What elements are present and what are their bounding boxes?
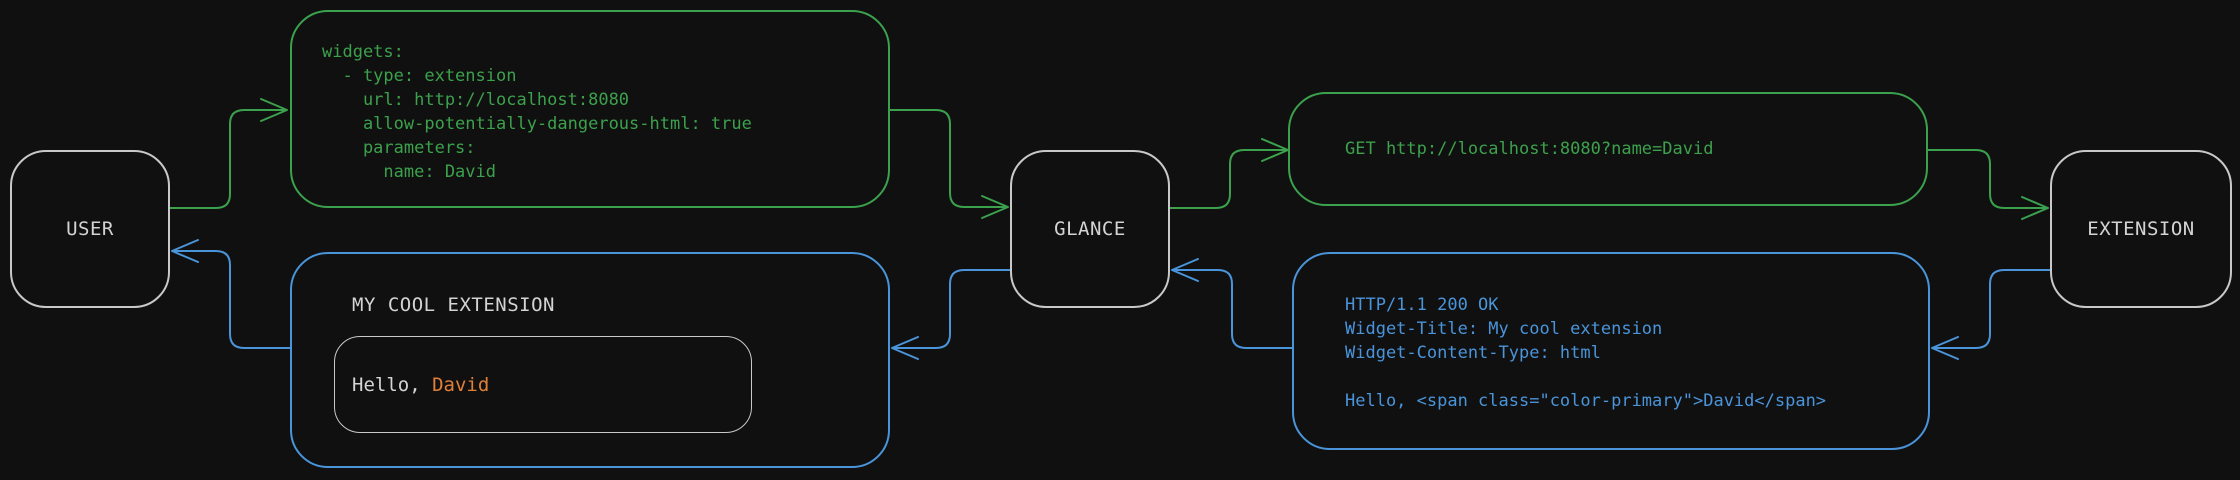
flow-glance-to-request bbox=[1169, 149, 1287, 209]
widget-hello-name: David bbox=[432, 373, 490, 396]
arrowhead-extension-to-response bbox=[1931, 336, 1959, 360]
flow-user-to-config bbox=[169, 109, 287, 209]
flow-widget-to-user bbox=[173, 250, 291, 349]
flow-request-to-extension bbox=[1927, 149, 2047, 209]
config-yaml-code: widgets: - type: extension url: http://l… bbox=[322, 42, 752, 182]
widget-title: MY COOL EXTENSION bbox=[352, 294, 555, 316]
flow-config-to-glance bbox=[889, 109, 1007, 208]
http-response-box: HTTP/1.1 200 OK Widget-Title: My cool ex… bbox=[1292, 252, 1930, 450]
widget-content-box: Hello, David bbox=[334, 336, 752, 433]
flow-response-to-glance bbox=[1173, 269, 1293, 349]
node-extension-label: EXTENSION bbox=[2087, 218, 2195, 240]
rendered-widget-box: MY COOL EXTENSION Hello, David bbox=[290, 252, 890, 468]
node-glance: GLANCE bbox=[1010, 150, 1170, 308]
arrowhead-response-to-glance bbox=[1171, 258, 1199, 282]
http-response-code: HTTP/1.1 200 OK Widget-Title: My cool ex… bbox=[1345, 295, 1827, 411]
arrowhead-glance-to-widget bbox=[891, 336, 919, 360]
arrowhead-request-to-extension bbox=[2021, 196, 2049, 220]
node-extension: EXTENSION bbox=[2050, 150, 2232, 308]
node-user-label: USER bbox=[66, 218, 114, 240]
arrowhead-config-to-glance bbox=[981, 195, 1009, 219]
flow-extension-to-response bbox=[1933, 269, 2051, 349]
node-user: USER bbox=[10, 150, 170, 308]
flow-glance-to-widget bbox=[893, 269, 1011, 349]
widget-hello-text: Hello, bbox=[352, 373, 433, 396]
node-glance-label: GLANCE bbox=[1054, 218, 1126, 240]
config-yaml-box: widgets: - type: extension url: http://l… bbox=[290, 10, 890, 208]
arrowhead-widget-to-user bbox=[171, 239, 199, 263]
http-request-box: GET http://localhost:8080?name=David bbox=[1288, 92, 1928, 206]
http-request-code: GET http://localhost:8080?name=David bbox=[1345, 139, 1714, 159]
arrowhead-user-to-config bbox=[260, 98, 288, 122]
